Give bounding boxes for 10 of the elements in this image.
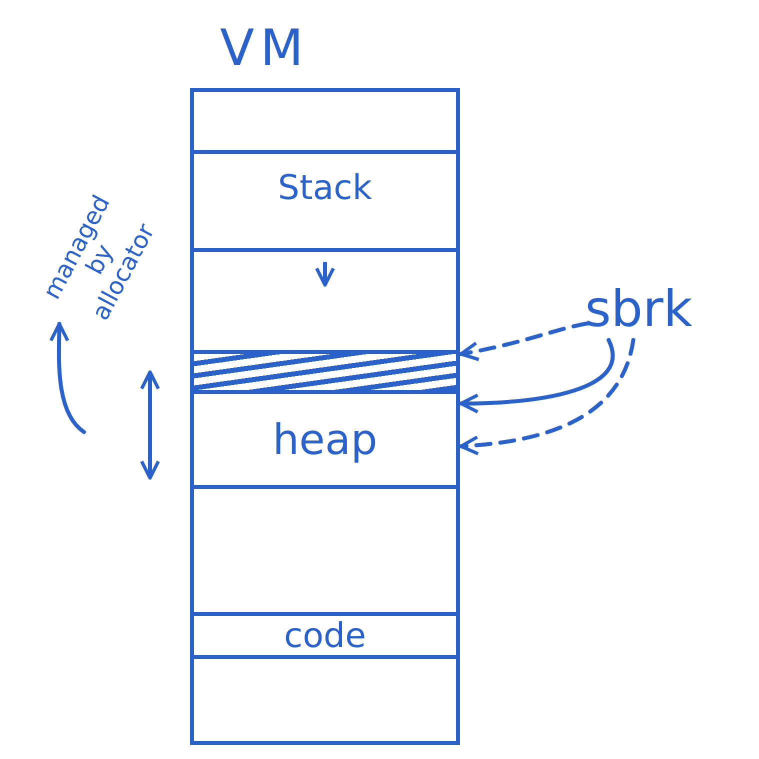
region-label: heap: [272, 415, 378, 464]
arrow: [459, 338, 636, 455]
arrow: [49, 322, 86, 434]
function-label: sbrk: [585, 280, 692, 338]
region-label: Stack: [278, 168, 372, 208]
scribbled-region: [194, 354, 456, 394]
region-label: code: [284, 616, 366, 656]
arrow: [459, 338, 614, 414]
arrow: [459, 322, 590, 361]
column-title: VM: [220, 20, 310, 76]
